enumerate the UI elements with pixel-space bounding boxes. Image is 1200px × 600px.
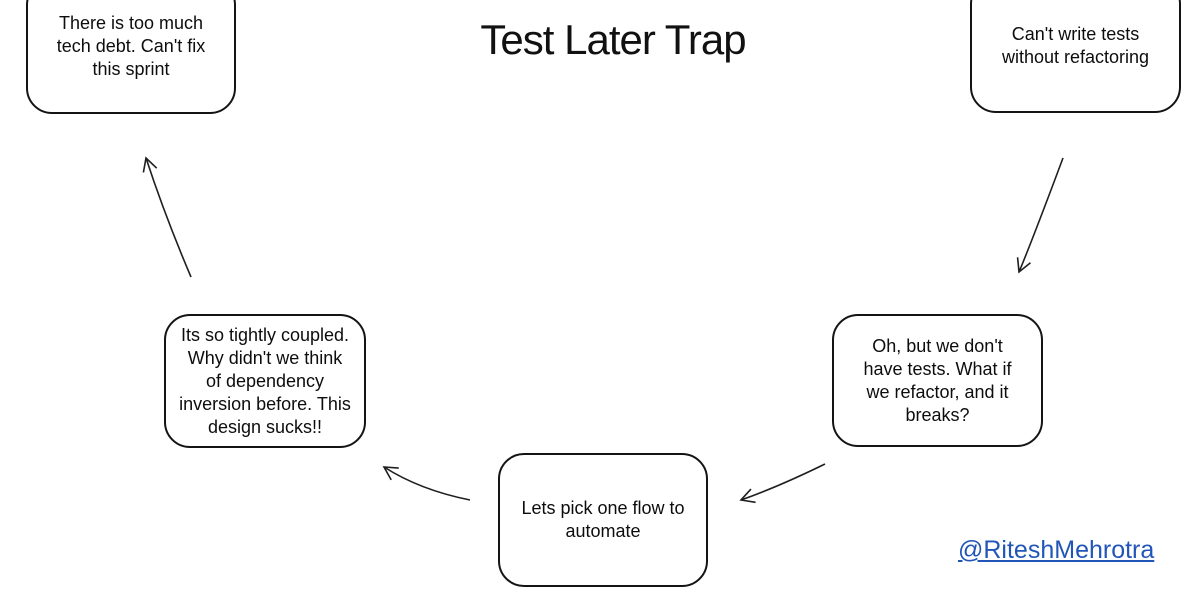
text-line: inversion before. This: [179, 393, 351, 414]
author-handle-link[interactable]: @RiteshMehrotra: [958, 536, 1155, 564]
text-line: breaks?: [905, 404, 970, 425]
node-pick-one-flow-text: Lets pick one flow to automate: [521, 497, 684, 543]
arrow-pickflow-to-coupled: [382, 466, 471, 501]
text-line: we refactor, and it: [866, 381, 1009, 402]
node-tightly-coupled: Its so tightly coupled.Why didn't we thi…: [164, 314, 366, 448]
arrow-coupled-to-techdebt: [142, 156, 192, 278]
node-tech-debt: There is too much tech debt. Can't fix thi…: [26, 0, 236, 114]
node-tightly-coupled-text: Its so tightly coupled.Why didn't we thi…: [179, 324, 351, 439]
text-line: automate: [565, 521, 641, 541]
text-line: Lets pick one flow to: [521, 498, 685, 518]
node-tech-debt-text: There is too much tech debt. Can't fix thi…: [57, 12, 206, 81]
text-line: tech debt. Can't fix: [56, 36, 206, 56]
page-title: Test Later Trap: [480, 16, 746, 63]
text-line: of dependency: [205, 370, 325, 391]
text-line: design sucks!!: [207, 416, 323, 437]
text-line: Oh, but we don't: [872, 335, 1003, 356]
text-line: have tests. What if: [863, 358, 1012, 379]
arrow-cantwrite-to-notests: [1016, 157, 1064, 274]
text-line: Why didn't we think: [187, 347, 343, 368]
text-line: this sprint: [92, 59, 170, 79]
node-pick-one-flow: Lets pick one flow to automate: [498, 453, 708, 587]
text-line: Can't write tests: [1011, 23, 1140, 44]
text-line: There is too much: [58, 13, 204, 33]
arrow-notests-to-pickflow: [739, 463, 826, 504]
text-line: Its so tightly coupled.: [180, 324, 350, 345]
text-line: without refactoring: [1001, 46, 1150, 67]
